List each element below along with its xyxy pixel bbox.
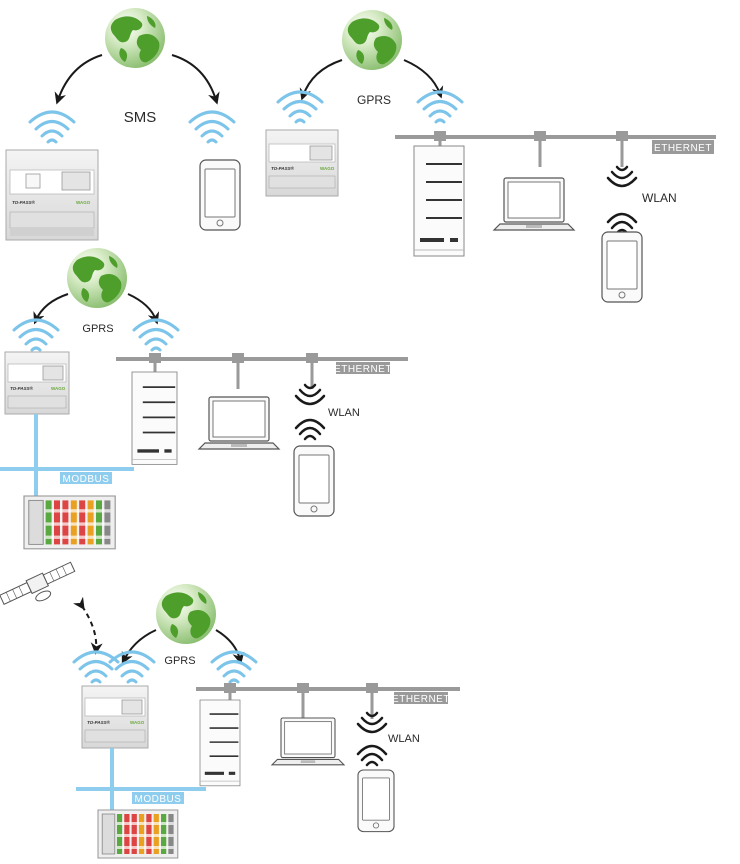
ethernet-label-box [394,692,448,704]
sms-label: SMS [124,109,157,126]
section-satellite: GPRS TO-PASS® WAGO ETHERNET WLAN MODBUS [0,559,460,859]
section-sms: SMS TO-PASS® WAGO [5,8,241,241]
wifi-signal-icon [72,650,120,684]
wifi-signal-icon [210,650,258,684]
arrow-icon [215,629,245,665]
laptop-icon [271,717,345,766]
wlan-signal-icon [606,165,638,188]
arrow-icon [403,59,444,99]
wlan-label: WLAN [642,191,677,205]
brand-label: WAGO [76,200,91,205]
arrow-icon [33,293,69,325]
device-name-label: TO-PASS® [12,199,36,205]
arrow-icon [127,293,160,325]
device-name-label: TO-PASS® [271,165,295,171]
wifi-signal-icon [188,110,236,144]
globe-icon [342,10,402,70]
ethernet-label-box [336,362,390,374]
wlan-label: WLAN [388,733,420,745]
arrow-icon [171,54,220,105]
wifi-signal-icon [276,90,324,124]
wifi-signal-icon [12,318,60,352]
tower-pc-icon [199,699,241,787]
ethernet-label: ETHERNET [392,694,450,705]
globe-icon [156,584,216,644]
network-connector-icon [295,681,311,721]
modbus-label-box [60,472,112,484]
wlan-signal-icon [356,744,388,767]
to-pass-device: TO-PASS® WAGO [81,685,149,749]
arrow-icon [54,54,103,105]
smartphone-icon [601,231,643,303]
wlan-label: WLAN [328,407,360,419]
dashed-arrow-icon [73,596,103,655]
tower-pc-icon [131,371,178,466]
wlan-signal-icon [294,418,326,441]
device-name-label: TO-PASS® [87,719,111,725]
arrow-icon [299,59,343,101]
network-connector-icon [614,129,630,169]
to-pass-device: TO-PASS® WAGO [265,129,339,197]
smartphone-icon [199,159,241,231]
modbus-label: MODBUS [63,474,110,485]
globe-icon [67,248,127,308]
wifi-signal-icon [416,90,464,124]
smartphone-icon [293,445,335,517]
wlan-signal-icon [606,212,638,235]
ethernet-label-box [652,140,714,154]
io-module-icon [23,495,116,550]
smartphone-icon [357,769,395,833]
satellite-icon [0,559,81,617]
modbus-label-box [132,792,184,804]
arrow-icon [121,629,157,665]
section-gprs-modbus: GPRS TO-PASS® WAGO ETHERNET WLAN MODBUS [0,248,408,550]
to-pass-device: TO-PASS® WAGO [5,149,99,241]
brand-label: WAGO [320,166,335,171]
gprs-label: GPRS [82,323,113,335]
wlan-signal-icon [356,711,388,734]
laptop-icon [493,177,575,231]
gprs-label: GPRS [164,655,195,667]
modbus-label: MODBUS [135,794,182,805]
brand-label: WAGO [130,720,145,725]
ethernet-label: ETHERNET [334,364,392,375]
device-name-label: TO-PASS® [10,385,34,391]
laptop-icon [198,396,280,450]
wlan-signal-icon [294,383,326,406]
gprs-label: GPRS [357,93,391,107]
network-connector-icon [304,351,320,391]
ethernet-label: ETHERNET [654,143,712,154]
section-gprs-ethernet: GPRS TO-PASS® WAGO ETHERNET WLAN [265,10,716,303]
tower-pc-icon [413,145,465,257]
network-connector-icon [532,129,548,169]
network-connector-icon [230,351,246,391]
brand-label: WAGO [51,386,66,391]
io-module-icon [97,809,179,859]
to-pass-device: TO-PASS® WAGO [4,351,70,415]
wifi-signal-icon [28,110,76,144]
wifi-signal-icon [108,650,156,684]
wifi-signal-icon [132,318,180,352]
globe-icon [105,8,165,68]
